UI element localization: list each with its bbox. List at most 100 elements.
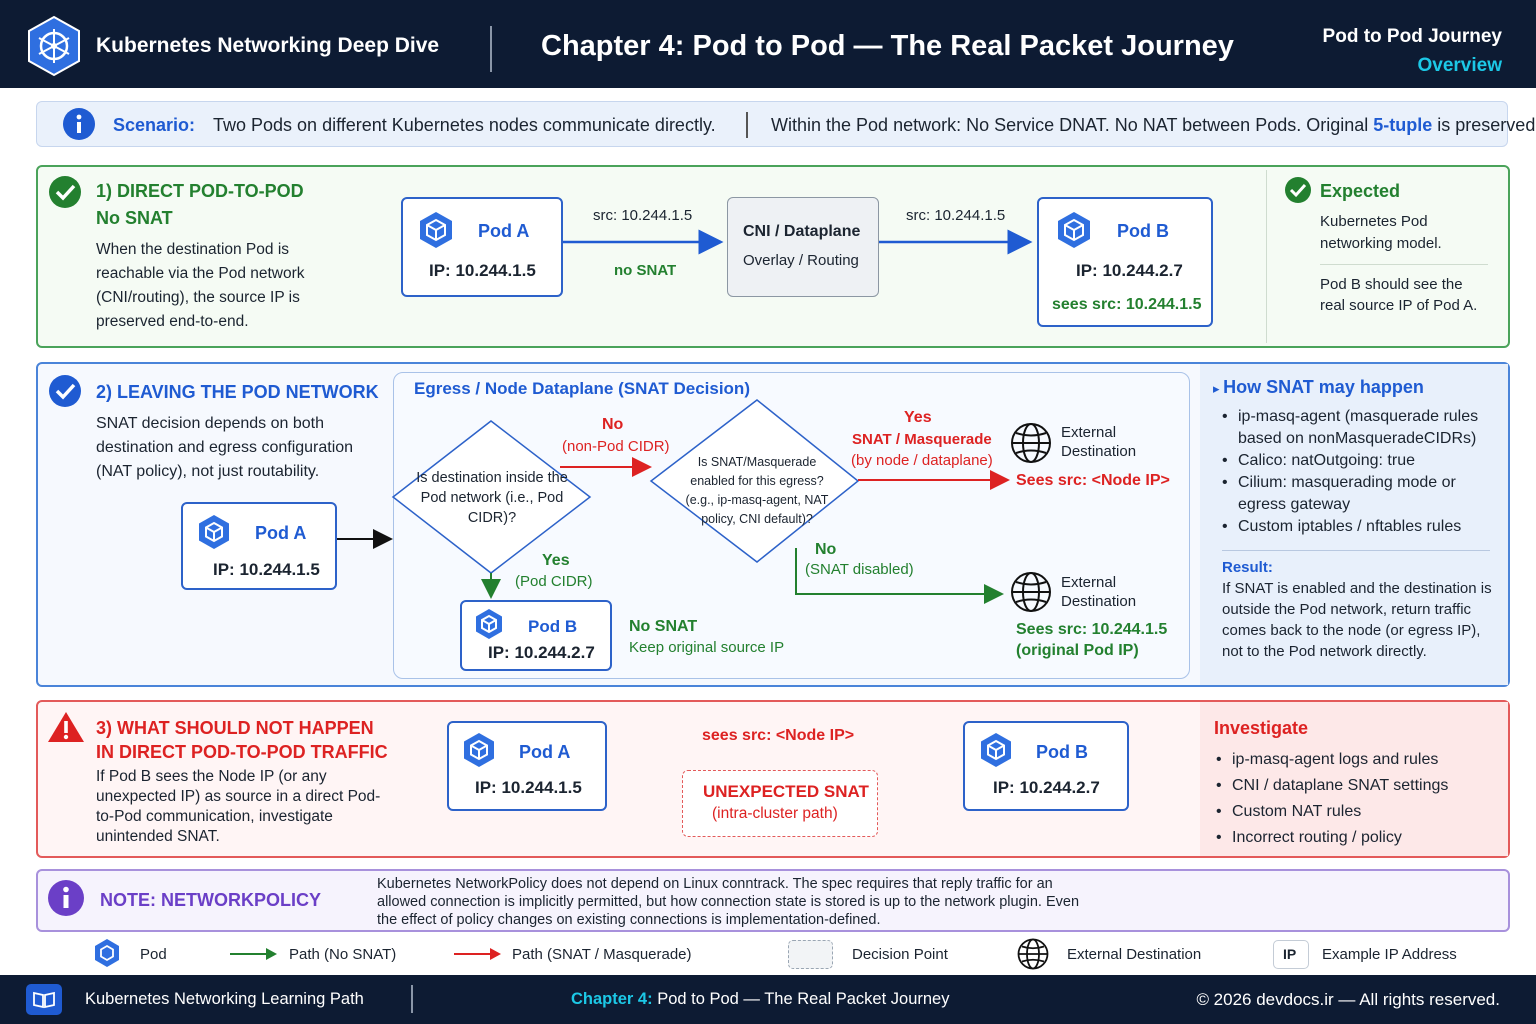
s1-cni-sub: Overlay / Routing xyxy=(743,252,859,269)
legend-decision-swatch xyxy=(788,940,833,969)
footer-center-text: Pod to Pod — The Real Packet Journey xyxy=(652,990,950,1008)
s2-d2-no: No xyxy=(815,541,837,558)
s3-description: If Pod B sees the Node IP (or any unexpe… xyxy=(96,768,381,845)
check-circle-icon xyxy=(49,375,81,407)
globe-icon xyxy=(1011,423,1051,463)
s2-d2-yes: Yes xyxy=(904,409,932,426)
s2-d2-no-sub: (SNAT disabled) xyxy=(805,561,914,578)
legend-green-arrow xyxy=(230,948,277,960)
s1-title: 1) DIRECT POD-TO-POD xyxy=(96,181,304,201)
check-circle-icon xyxy=(1285,177,1311,203)
s2-how-title: ▸ How SNAT may happen xyxy=(1213,377,1424,398)
info-icon xyxy=(63,108,95,140)
s2-external-2: External Destination xyxy=(1061,574,1137,610)
s3-investigate-list: ip-masq-agent logs and rules CNI / datap… xyxy=(1216,747,1496,851)
scenario-bar xyxy=(36,101,1508,147)
s1-pod-a-ip: IP: 10.244.1.5 xyxy=(429,261,536,280)
header-right-sub: Overview xyxy=(1417,55,1503,76)
header-divider xyxy=(490,26,492,72)
book-icon xyxy=(26,984,62,1015)
s3-unexpected-sub: (intra-cluster path) xyxy=(712,805,838,822)
list-item: Cilium: masquerading mode or egress gate… xyxy=(1222,472,1502,516)
s2-d1-no: No xyxy=(602,416,624,433)
s3-title-2: IN DIRECT POD-TO-POD TRAFFIC xyxy=(96,742,388,762)
footer-center-highlight: Chapter 4: xyxy=(571,990,653,1008)
s3-arrow-label: sees src: <Node IP> xyxy=(702,727,855,744)
s2-d1-yes-sub: (Pod CIDR) xyxy=(515,573,593,590)
s1-pod-b-sees: sees src: 10.244.1.5 xyxy=(1052,296,1202,313)
s2-pod-a xyxy=(181,502,337,590)
globe-icon xyxy=(1017,938,1049,970)
check-circle-icon xyxy=(49,176,81,208)
s2-pod-b-name: Pod B xyxy=(528,617,578,636)
pod-icon xyxy=(981,733,1011,767)
s1-expected-separator xyxy=(1320,264,1488,265)
note-networkpolicy xyxy=(36,869,1510,932)
scenario-text: Two Pods on different Kubernetes nodes c… xyxy=(213,115,716,135)
legend-red: Path (SNAT / Masquerade) xyxy=(512,946,692,963)
triangle-icon: ▸ xyxy=(1213,381,1224,396)
s2-keep-label: Keep original source IP xyxy=(629,639,785,656)
s2-result-divider xyxy=(1222,550,1490,551)
header-bar xyxy=(0,0,1536,88)
s3-investigate-title: Investigate xyxy=(1214,718,1309,738)
s2-result-title: Result: xyxy=(1222,559,1273,576)
s1-pod-b-ip: IP: 10.244.2.7 xyxy=(1076,261,1183,280)
s1-cni-dataplane xyxy=(727,197,879,297)
scenario-rule: Within the Pod network: No Service DNAT.… xyxy=(771,115,1536,136)
s2-nosnat-label: No SNAT xyxy=(629,618,698,635)
pod-icon xyxy=(476,609,502,639)
scenario-divider xyxy=(746,112,748,138)
s3-title: 3) WHAT SHOULD NOT HAPPEN xyxy=(96,718,374,738)
s1-expected-divider xyxy=(1266,170,1267,343)
s3-unexpected-box xyxy=(682,770,878,837)
s1-pod-b-name: Pod B xyxy=(1117,221,1169,241)
scenario-rule-highlight: 5-tuple xyxy=(1373,115,1433,135)
kubernetes-logo-icon xyxy=(28,15,80,77)
s2-how-list: ip-masq-agent (masquerade rules based on… xyxy=(1222,406,1502,538)
s2-decision2-text: Is SNAT/Masquerade enabled for this egre… xyxy=(685,455,829,526)
s2-result-text: If SNAT is enabled and the destination i… xyxy=(1222,580,1492,660)
list-item: ip-masq-agent logs and rules xyxy=(1216,747,1496,773)
footer-right: © 2026 devdocs.ir — All rights reserved. xyxy=(1196,990,1500,1009)
s2-external-1: External Destination xyxy=(1061,424,1137,460)
s2-d1-yes: Yes xyxy=(542,552,570,569)
s1-expected-title: Expected xyxy=(1320,181,1401,201)
s3-pod-a-name: Pod A xyxy=(519,742,571,762)
footer-left: Kubernetes Networking Learning Path xyxy=(85,990,364,1008)
s1-expected-text2: Pod B should see the real source IP of P… xyxy=(1320,276,1478,314)
s2-decision1-text: Is destination inside the Pod network (i… xyxy=(416,470,568,526)
s2-d1-no-sub: (non-Pod CIDR) xyxy=(562,438,670,455)
legend-ip-badge-text: IP xyxy=(1283,946,1297,962)
s2-d2-yes-sub1: SNAT / Masquerade xyxy=(852,431,992,448)
s3-pod-b-ip: IP: 10.244.2.7 xyxy=(993,778,1100,797)
footer-bar xyxy=(0,975,1536,1024)
scenario-rule-post: is preserved. xyxy=(1432,115,1536,135)
legend-green: Path (No SNAT) xyxy=(289,946,397,963)
s1-arrow1-label: src: 10.244.1.5 xyxy=(593,207,693,224)
brand-title: Kubernetes Networking Deep Dive xyxy=(96,34,440,57)
pod-icon xyxy=(464,733,494,767)
s2-title: 2) LEAVING THE POD NETWORK xyxy=(96,382,379,402)
s1-arrow2-label: src: 10.244.1.5 xyxy=(906,207,1006,224)
globe-icon xyxy=(1011,572,1051,612)
list-item: ip-masq-agent (masquerade rules based on… xyxy=(1222,406,1502,450)
s1-arrow1-nosnat: no SNAT xyxy=(614,262,677,279)
legend-ip-badge xyxy=(1273,940,1309,969)
s2-how-title-text: How SNAT may happen xyxy=(1223,377,1424,397)
s3-pod-a xyxy=(447,721,607,811)
s1-expected-text1: Kubernetes Pod networking model. xyxy=(1320,213,1442,252)
s1-subtitle: No SNAT xyxy=(96,208,173,228)
s2-d2-yes-sub2: (by node / dataplane) xyxy=(851,452,993,469)
s1-pod-a-name: Pod A xyxy=(478,221,530,241)
pod-icon xyxy=(1058,212,1090,248)
scenario-label: Scenario: xyxy=(113,115,196,135)
s3-pod-b xyxy=(963,721,1129,811)
s3-unexpected-title: UNEXPECTED SNAT xyxy=(703,782,869,801)
s2-external-2-sees1: Sees src: 10.244.1.5 xyxy=(1016,621,1168,638)
s2-description: SNAT decision depends on both destinatio… xyxy=(96,415,354,480)
list-item: Incorrect routing / policy xyxy=(1216,825,1496,851)
s1-pod-a xyxy=(401,197,563,297)
s1-cni-title: CNI / Dataplane xyxy=(743,223,861,240)
